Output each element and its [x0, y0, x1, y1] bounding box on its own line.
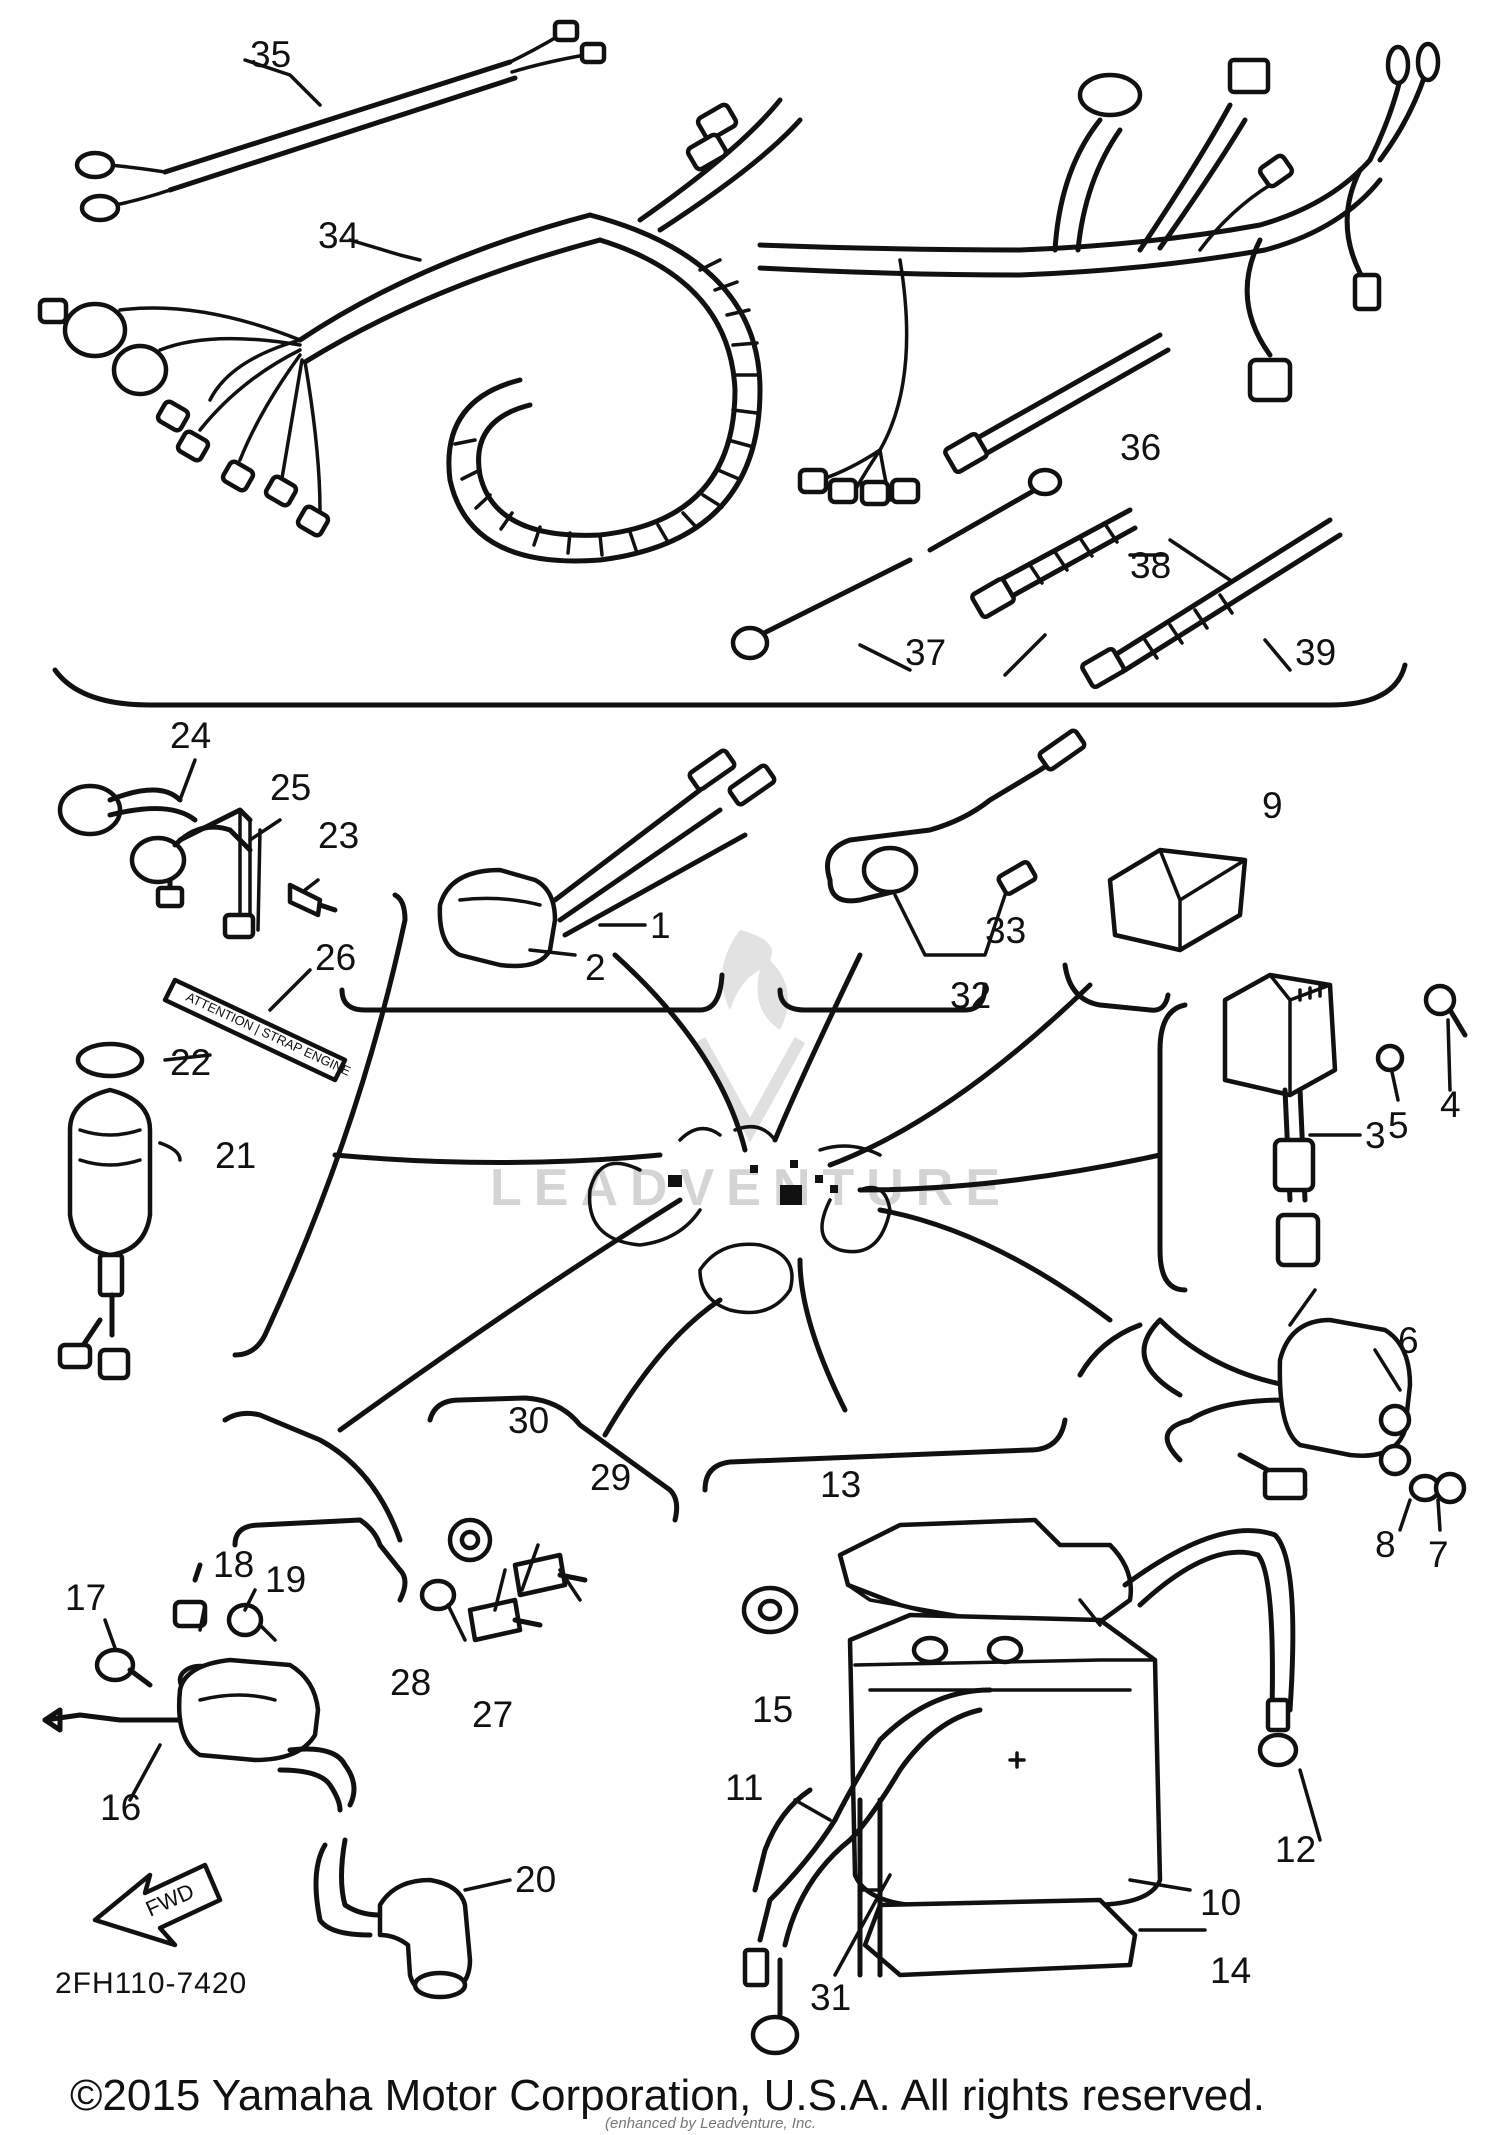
watermark: LEADVENTURE	[490, 930, 1000, 1217]
callout-36: 36	[1120, 427, 1161, 468]
cover-9	[1062, 847, 1248, 1013]
callout-39: 39	[1295, 632, 1336, 673]
callout-5: 5	[1388, 1105, 1409, 1146]
sub-harness-35	[74, 19, 607, 223]
callout-33: 33	[985, 910, 1026, 951]
callout-3: 3	[1365, 1115, 1386, 1156]
callout-9: 9	[1262, 785, 1283, 826]
callout-20: 20	[515, 1859, 556, 1900]
callout-11: 11	[725, 1767, 763, 1808]
callout-35: 35	[250, 34, 291, 75]
wire-band-39	[1080, 517, 1343, 690]
callout-24: 24	[170, 715, 211, 756]
callout-27: 27	[472, 1694, 513, 1735]
fwd-arrow: FWD	[92, 1862, 223, 1948]
callout-numbers: 1 2 3 4 5 6 7 8 9 10 11 12 13 14 15 16 1…	[65, 34, 1461, 2018]
callout-25: 25	[270, 767, 311, 808]
starter-motor-group-16-20	[42, 1410, 473, 2000]
credit-line: (enhanced by Leadventure, Inc.	[605, 2115, 816, 2132]
callout-12: 12	[1275, 1829, 1316, 1870]
main-switch-group-21-26: ATTENTION | STRAP ENGINE	[57, 783, 408, 1381]
callout-8: 8	[1375, 1524, 1396, 1565]
callout-15: 15	[752, 1689, 793, 1730]
drawing-code: 2FH110-7420	[55, 1967, 247, 2000]
callout-13: 13	[820, 1464, 861, 1505]
callout-leaders	[103, 58, 1452, 1977]
callout-16: 16	[100, 1787, 141, 1828]
callout-26: 26	[315, 937, 356, 978]
fuse-holder-32-33	[777, 728, 1087, 1013]
callout-28: 28	[390, 1662, 431, 1703]
callout-7: 7	[1428, 1534, 1449, 1575]
leader-lines	[332, 952, 1163, 1438]
callout-34: 34	[318, 215, 359, 256]
vehicle-outline	[587, 1124, 892, 1315]
callout-22: 22	[170, 1042, 211, 1083]
callout-18: 18	[213, 1544, 254, 1585]
callout-29: 29	[590, 1457, 631, 1498]
callout-19: 19	[265, 1559, 306, 1600]
callout-6: 6	[1398, 1320, 1419, 1361]
callout-37: 37	[905, 632, 946, 673]
harness-group-bracket	[52, 662, 1408, 708]
callout-2: 2	[585, 947, 606, 988]
callout-38: 38	[1130, 545, 1171, 586]
wire-band-36	[943, 332, 1171, 475]
copyright-notice: ©2015 Yamaha Motor Corporation, U.S.A. A…	[70, 2071, 1265, 2120]
callout-30: 30	[508, 1400, 549, 1441]
callout-4: 4	[1440, 1084, 1461, 1125]
wire-band-38	[970, 507, 1138, 620]
callout-10: 10	[1200, 1882, 1241, 1923]
callout-17: 17	[65, 1577, 106, 1618]
battery-group-10-15	[702, 1417, 1299, 2056]
callout-23: 23	[318, 815, 359, 856]
regulator-3-5	[1157, 972, 1468, 1293]
callout-14: 14	[1210, 1950, 1251, 1991]
ground-lead-37	[730, 467, 1063, 661]
callout-31: 31	[810, 1977, 851, 2018]
main-harness-34	[37, 41, 1441, 564]
wire-harness-group	[37, 19, 1441, 708]
callout-1: 1	[650, 905, 671, 946]
callout-21: 21	[215, 1135, 256, 1176]
handlebar-switch-1-2	[339, 748, 777, 1013]
callout-32: 32	[950, 975, 991, 1016]
switch-group-27-30	[419, 1395, 680, 1643]
